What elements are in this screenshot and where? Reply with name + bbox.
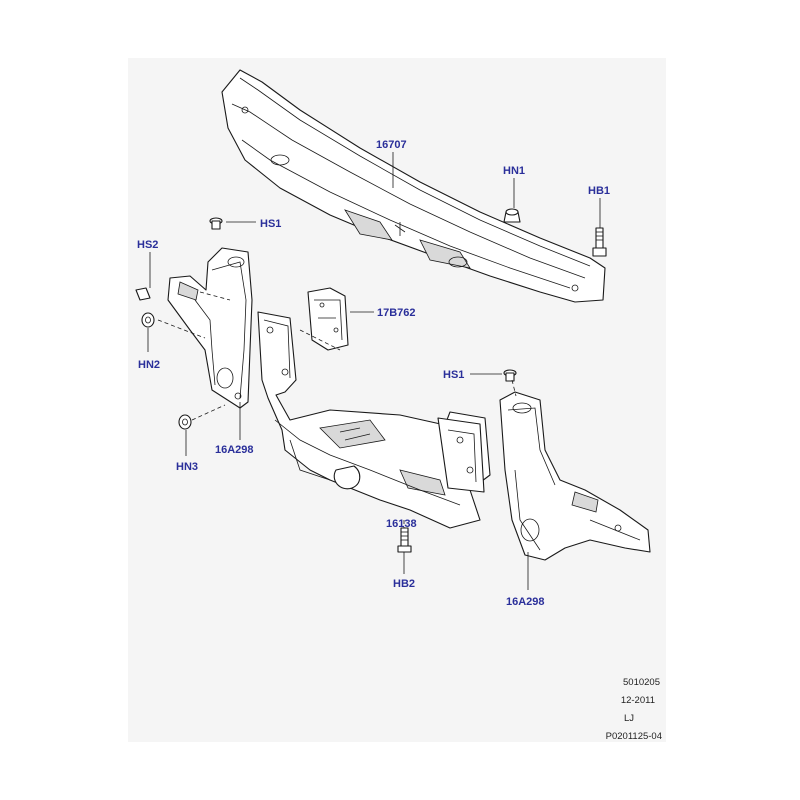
hn3-nut-icon: [178, 414, 192, 430]
callout-16707: 16707: [376, 139, 407, 151]
callout-hs2: HS2: [137, 239, 158, 251]
callout-17b762: 17B762: [377, 307, 416, 319]
hn1-fastener-icon: [503, 208, 521, 223]
leader-lines: [147, 152, 601, 590]
callout-16138: 16138: [386, 518, 417, 530]
info-reference: P0201125-04: [606, 731, 662, 742]
left-side-bracket: [167, 247, 253, 409]
callout-16a298-right: 16A298: [506, 596, 545, 608]
callout-hn2: HN2: [138, 359, 160, 371]
hs1-right-screw-icon: [503, 369, 517, 382]
hs2-screw-icon: [135, 287, 151, 301]
callout-hb1: HB1: [588, 185, 610, 197]
info-block: 5010205 12-2011 LJ P0201125-04: [606, 677, 662, 742]
bracket-17b762: [307, 287, 349, 351]
right-side-bracket: [499, 391, 651, 561]
callout-hs1-right: HS1: [443, 369, 464, 381]
info-initials: LJ: [624, 713, 634, 724]
callout-16a298-left: 16A298: [215, 444, 254, 456]
callout-hn1: HN1: [503, 165, 525, 177]
info-date: 12-2011: [621, 695, 655, 706]
info-code: 5010205: [623, 677, 660, 688]
callout-hs1-left: HS1: [260, 218, 281, 230]
callout-hb2: HB2: [393, 578, 415, 590]
hs1-left-screw-icon: [209, 217, 223, 230]
callout-hn3: HN3: [176, 461, 198, 473]
hb2-bolt-icon: [397, 527, 412, 553]
hn2-nut-icon: [141, 312, 155, 328]
hb1-bolt-icon: [592, 227, 607, 257]
upper-cross-member: [221, 69, 606, 303]
lower-carrier: [257, 311, 491, 529]
